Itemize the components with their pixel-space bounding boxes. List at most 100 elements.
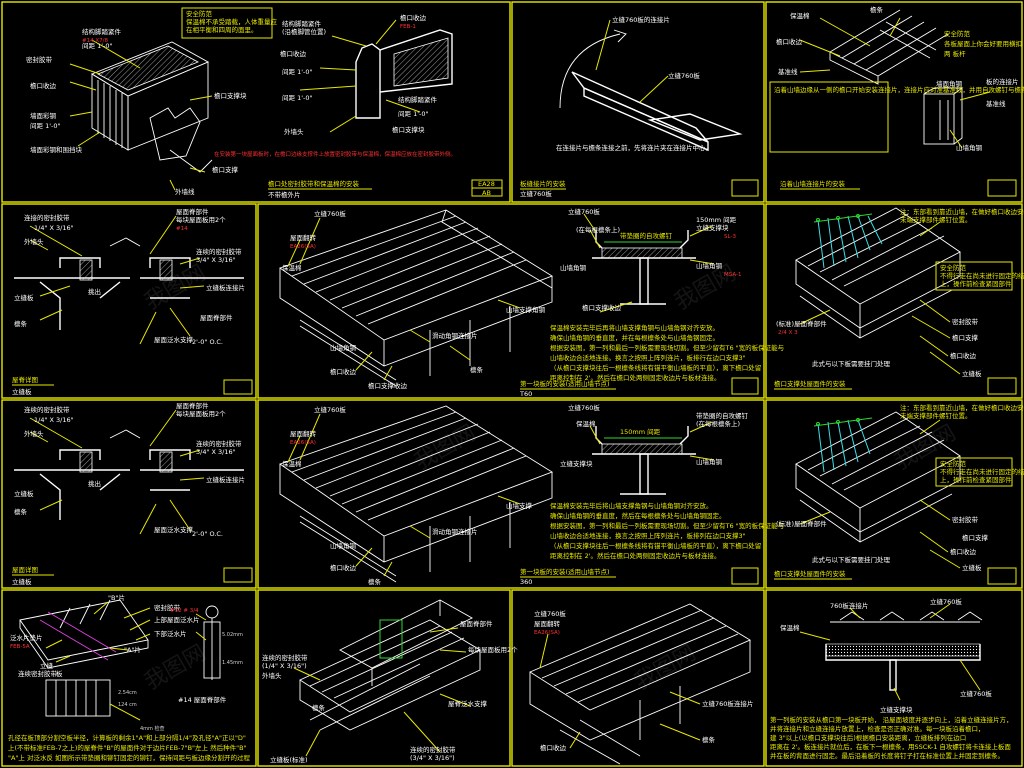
p13-body-2: 建 3"以上(以檐口支撑块往后)根据檐口安装距离，立缝板排列在边口 [770,733,966,742]
label-p12-4: 檩条 [702,735,716,744]
label-p6-6: 密封胶带 [952,317,979,326]
label-p7-10: 屋面泛水支撑 [154,525,194,534]
label-p4-0: 连接的密封胶带 [24,213,70,222]
label-p7-6: 3/4" X 3/16" [196,448,236,456]
label-p1-4b: 间距 1'-0" [282,68,312,76]
label-p9-7: 檐口收边 [950,547,977,556]
label-p7-7: 挑出 [88,479,101,488]
p1-subtitle: 不带檐外片 [268,190,301,199]
label-p5-2: 立缝760板 [568,207,600,216]
p7-subtitle: 立缝板 [12,577,32,586]
label-p10-7: 板 [56,669,63,678]
label-p10-9: 连续密封胶带 [18,669,58,678]
p9-title: 檐口支撑处屋面件的安装 [774,569,846,578]
label-p10-0: "B"片 [108,593,125,602]
label-p8-3: 保温棉 [282,459,302,468]
label-p11-5: 屋脊泛水支撑 [448,699,488,708]
label-p5-1: 屋面翻转 [290,233,317,242]
label-p4-1: 1/4" X 3/16" [34,224,74,232]
label-p4-6: 3/4" X 3/16" [196,256,236,264]
label-p10-2: 上部屋面泛水片 [154,615,200,624]
label-p3-7: 基准线 [986,99,1006,108]
label-p8-9: 檩条 [368,577,382,586]
label-p8-12: 山墙支撑 [506,501,533,510]
p8-body-3: 山墙收边合适地连接，换言之按照上阵列连片，板排列在边口支撑3" [550,531,746,540]
svg-text:SL-3: SL-3 [724,234,736,240]
label-p1-5b: 檐口支撑 [212,165,239,174]
label-p10-1: 密封胶带 [154,603,181,612]
p8-body-5: 距离控制在 2'。然后在檐口处两侧固定收边片与板材连接。 [550,551,721,560]
panel-eave-ridge-a: 注：东部看到靠近山墙，在做好檐口收边安装， 未端支撑部件螺钉位置。 安全防范 不… [774,207,1024,395]
label-p12-1: 屋面翻转 [534,619,561,628]
label-p5-9: 山墙角钢 [696,261,723,270]
watermark-5: 我图网 [141,641,211,696]
label-p4-2: 外墙头 [24,237,44,246]
p5-title: 第一块板的安装(适用山墙节点) [520,379,610,388]
label-p5-4: 山墙角钢 [330,343,357,352]
label-p11-1: 每块屋面板用2个 [468,645,518,654]
label-p9-5: (标准)屋面脊部件 [776,519,827,528]
label-p12-5: 檐口收边 [540,743,567,752]
label-p4-10: 檩条 [14,319,28,328]
label-p4-13: 屋面脊部件 [200,313,233,322]
label-p10-6: 立缝 [40,661,54,670]
p2-body: 在连接片与檐条连接之前，先将连片夹在连接片中心。 [556,143,712,152]
svg-text:FEB-5A: FEB-5A [10,644,30,650]
label-p1-2c: 檐口收边 [280,49,307,58]
p10-body-1: 上(不带标准FEB-7之上)的屋脊件"B"的屋面件对于边片FEB-7"B"左上 … [8,743,247,752]
label-p6-3: 不得行走在尚未进行固定的结构 [940,271,1024,280]
p13-body-1: 并将连接片和立缝连接片放置上，检查是否正确对准。每一块板沿着檐口， [770,724,985,733]
label-p6-1: 未端支撑部件螺钉位置。 [900,215,972,224]
label-p12-0: 立缝760板 [534,609,566,618]
label-p3-1: 保温棉 [790,11,810,20]
label-p7-12: 立缝板 [14,489,34,498]
label-p8-3b: 保温棉 [576,419,596,428]
note-safety-2: 在相平衡和四周的面里。 [186,25,258,34]
label-p1-4: 间距 1'-0" [82,42,112,50]
label-p9-8: 檐口支撑 [962,533,989,542]
label-p5-9b: 山墙角钢 [560,263,587,272]
label-p5-10: 檩条 [470,365,484,374]
p13-body-4: 并在板的背面进行固定。最后沿着板的长度将钉子打在标准位置上并固定到檩条。 [770,751,1004,760]
label-p13-2: 保温棉 [780,623,800,632]
label-p5-7: (在每根檩条上) [576,225,620,234]
panel-seam-section: 760板连接片 保温棉 立缝760板 立缝760板 立缝支撑块 第一列板的安装从… [770,597,1013,760]
label-p8-5: 带垫圈的自攻螺钉 [696,411,749,420]
label-p10-5: "A"片 [124,645,141,654]
p8-body-2: 根据安装图，第一列和最后一列板需要现场切割。但至少留有T6 "宽的板保证能与 [550,521,784,530]
label-p10-15: 4mm 检查 [140,725,165,732]
label-p9-4: 上，操作前检查紧固部件 [940,475,1012,484]
p4-subtitle: 立缝板 [12,387,32,396]
label-p1-9: 外墙线 [175,187,195,196]
p5-body-5: 距离控制在 2'。然后在檐口处两侧固定收边片与板材连接。 [550,373,721,382]
label-p5-6: 带垫圈的自攻螺钉 [620,231,673,240]
label-p3-6: 山墙角钢 [956,143,983,152]
label-p4-8: 挑出 [88,287,101,296]
label-p9-6: 密封胶带 [952,515,979,524]
p6-title: 檐口支撑处屋面件的安装 [774,379,846,388]
label-p5-0: 立缝760板 [314,209,346,218]
label-p11-4: 外墙头 [262,671,282,680]
svg-text:#14: #14 [176,226,188,232]
label-p11-8: (3/4" X 3/16") [410,754,455,762]
label-p8-11: 滑动角钢连接片 [432,527,478,536]
label-p10-3: 下部泛水片 [154,629,187,638]
svg-text:两 板杆: 两 板杆 [944,49,966,58]
label-p4-3: 屋面脊部件 [176,207,209,216]
p8-code: 360 [520,578,532,586]
p10-body-2: "A"上 对泛水反 如图所示带垫圈和铆钉固定的铆钉，保持间距与板边缘分割开的过程 [8,753,251,762]
svg-text:MSA-1: MSA-1 [724,272,741,278]
label-p1-5c: 檐口支撑块 [392,125,425,134]
label-p13-0: 760板连接片 [830,601,868,610]
p2-subtitle: 立缝760板 [520,189,552,198]
label-p6-2: 安全防范 [940,263,967,272]
label-p3-4: 墙面角钢 [936,79,963,88]
panel-first-sheet-a: 立缝760板 屋面翻转 EA26(SA) 保温棉 山墙支撑角钢 滑动角钢连接片 … [279,207,784,398]
p1-title: 檐口处密封胶带和保温棉的安装 [268,179,360,188]
svg-text:(沿檐脚管位置): (沿檐脚管位置) [282,27,326,36]
label-p5-5: 150mm 间距 [696,216,737,224]
svg-text:FEB-1: FEB-1 [400,24,416,30]
p8-body-4: （从檐口支撑块往后一根檩条线将有锚平衡山墙板的平直），离下檐口处留 [550,541,761,550]
label-p8-8: 山墙角钢 [330,541,357,550]
